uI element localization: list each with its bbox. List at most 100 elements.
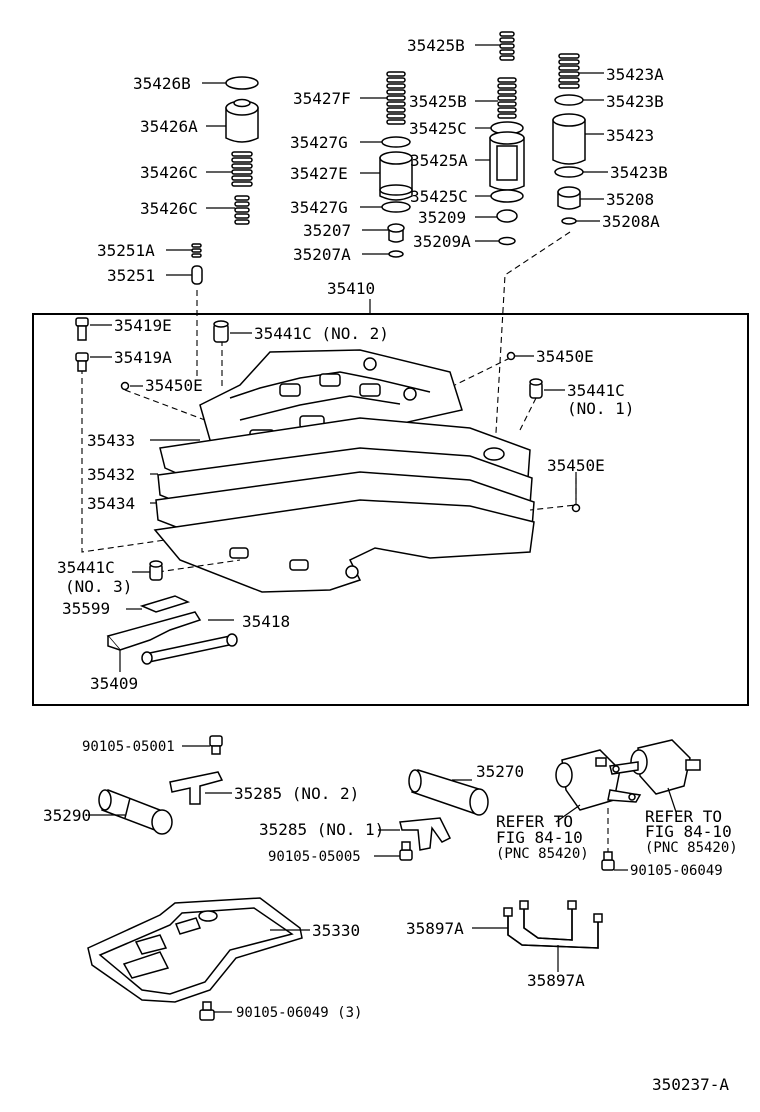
label-35441C-no3-a: 35441C — [57, 558, 115, 577]
label-35270: 35270 — [476, 762, 524, 781]
label-35285-no1: 35285 (NO. 1) — [259, 820, 384, 839]
label-35418: 35418 — [242, 612, 290, 631]
label-35285-no2: 35285 (NO. 2) — [234, 784, 359, 803]
label-35426A: 35426A — [140, 117, 198, 136]
part-35426B-ring[interactable] — [225, 76, 259, 90]
part-90105-05005-bolt[interactable] — [399, 841, 413, 861]
part-35209-plug[interactable] — [496, 209, 518, 223]
label-35251A: 35251A — [97, 241, 155, 260]
label-35330: 35330 — [312, 921, 360, 940]
label-refer2-c: (PNC 85420) — [645, 840, 738, 856]
part-35450E-ball-left[interactable] — [120, 381, 130, 391]
part-35330-oil-strainer[interactable] — [87, 897, 303, 1003]
part-35208A-ring[interactable] — [561, 217, 577, 225]
label-35434: 35434 — [87, 494, 135, 513]
part-35425B-spring-top[interactable] — [499, 31, 515, 61]
part-35426A-plunger[interactable] — [225, 98, 259, 143]
label-35599: 35599 — [62, 599, 110, 618]
part-35409-lever[interactable] — [106, 611, 202, 651]
label-35897A-a: 35897A — [406, 919, 464, 938]
label-refer1-a: REFER TO — [496, 812, 573, 831]
label-35410: 35410 — [327, 279, 375, 298]
part-90105-05001-bolt[interactable] — [209, 735, 223, 755]
label-35425C-bottom: 35425C — [410, 187, 468, 206]
part-refer-solenoid-2[interactable] — [609, 739, 701, 795]
part-35419A-bolt[interactable] — [75, 352, 89, 372]
label-35450E-right-mid: 35450E — [547, 456, 605, 475]
label-35409: 35409 — [90, 674, 138, 693]
label-refer1-c: (PNC 85420) — [496, 846, 589, 862]
label-35426C-bottom: 35426C — [140, 199, 198, 218]
part-35423-sleeve[interactable] — [552, 113, 586, 165]
label-35427G-top: 35427G — [290, 133, 348, 152]
part-35441C-no3-pin[interactable] — [149, 560, 163, 581]
label-90105-06049-3: 90105-06049 (3) — [236, 1005, 362, 1021]
part-35251A-spring[interactable] — [191, 243, 202, 258]
part-35208-plug[interactable] — [557, 186, 581, 210]
part-90105-06049-3-bolt[interactable] — [199, 1001, 215, 1021]
part-35270-solenoid[interactable] — [408, 769, 489, 816]
label-35290: 35290 — [43, 806, 91, 825]
label-90105-05005: 90105-05005 — [268, 849, 361, 865]
part-35599-plate[interactable] — [139, 595, 191, 613]
part-35897A-tube-assembly[interactable] — [503, 900, 603, 949]
part-35441C-no2-pin[interactable] — [213, 320, 229, 343]
part-35427G-ring-top[interactable] — [381, 136, 411, 148]
label-refer1-b: FIG 84-10 — [496, 828, 583, 847]
label-35426B: 35426B — [133, 74, 191, 93]
label-35423A: 35423A — [606, 65, 664, 84]
label-35441C-no1-a: 35441C — [567, 381, 625, 400]
part-35427G-ring-bottom[interactable] — [381, 201, 411, 213]
part-35207-plug[interactable] — [387, 223, 405, 243]
part-35423B-ring-top[interactable] — [554, 94, 584, 106]
part-35251-ball[interactable] — [191, 265, 203, 285]
part-35423A-spring[interactable] — [558, 53, 580, 89]
part-lower-valve-body[interactable] — [153, 499, 535, 593]
label-35208: 35208 — [606, 190, 654, 209]
label-35423B-top: 35423B — [606, 92, 664, 111]
label-90105-06049: 90105-06049 — [630, 863, 723, 879]
label-35897A-b: 35897A — [527, 971, 585, 990]
part-35425C-ring-bottom[interactable] — [490, 189, 524, 203]
part-35450E-ball-right-mid[interactable] — [571, 503, 581, 513]
label-90105-05001: 90105-05001 — [82, 739, 175, 755]
part-35419E-bolt[interactable] — [75, 317, 89, 341]
part-35418-rod[interactable] — [141, 633, 238, 665]
label-35423: 35423 — [606, 126, 654, 145]
part-90105-06049-bolt[interactable] — [601, 851, 615, 871]
part-35450E-ball-right-top[interactable] — [506, 351, 516, 361]
label-35432: 35432 — [87, 465, 135, 484]
part-35427E-plunger[interactable] — [379, 151, 413, 201]
diagram-id: 350237-A — [652, 1075, 729, 1094]
label-35425C-top: 35425C — [409, 119, 467, 138]
part-35423B-ring-bottom[interactable] — [554, 166, 584, 178]
label-35433: 35433 — [87, 431, 135, 450]
label-35441C-no1-b: (NO. 1) — [567, 399, 634, 418]
part-35285-no1-bracket[interactable] — [399, 817, 452, 851]
part-35426C-spring-bottom[interactable] — [234, 195, 250, 225]
label-35441C-no2: 35441C (NO. 2) — [254, 324, 389, 343]
valve-body-assembly-frame — [32, 313, 749, 706]
label-35209: 35209 — [418, 208, 466, 227]
label-35209A: 35209A — [413, 232, 471, 251]
part-35285-no2-bracket[interactable] — [169, 771, 224, 805]
label-35425B-top: 35425B — [407, 36, 465, 55]
part-35427F-spring[interactable] — [386, 71, 406, 125]
part-35425A-sleeve[interactable] — [489, 131, 525, 191]
part-35290-solenoid[interactable] — [98, 789, 173, 835]
part-35209A-ring[interactable] — [498, 236, 516, 246]
part-35441C-no1-pin[interactable] — [529, 378, 543, 399]
label-35450E-right-top: 35450E — [536, 347, 594, 366]
label-35419A: 35419A — [114, 348, 172, 367]
label-35441C-no3-b: (NO. 3) — [65, 577, 132, 596]
label-35208A: 35208A — [602, 212, 660, 231]
label-35423B-bottom: 35423B — [610, 163, 668, 182]
part-refer-solenoid-1[interactable] — [555, 749, 642, 811]
label-35427G-bottom: 35427G — [290, 198, 348, 217]
label-35426C-top: 35426C — [140, 163, 198, 182]
part-35207A-ring[interactable] — [388, 250, 404, 258]
part-35426C-spring-top[interactable] — [231, 151, 253, 187]
label-35207A: 35207A — [293, 245, 351, 264]
part-35425B-spring-mid[interactable] — [497, 77, 517, 119]
